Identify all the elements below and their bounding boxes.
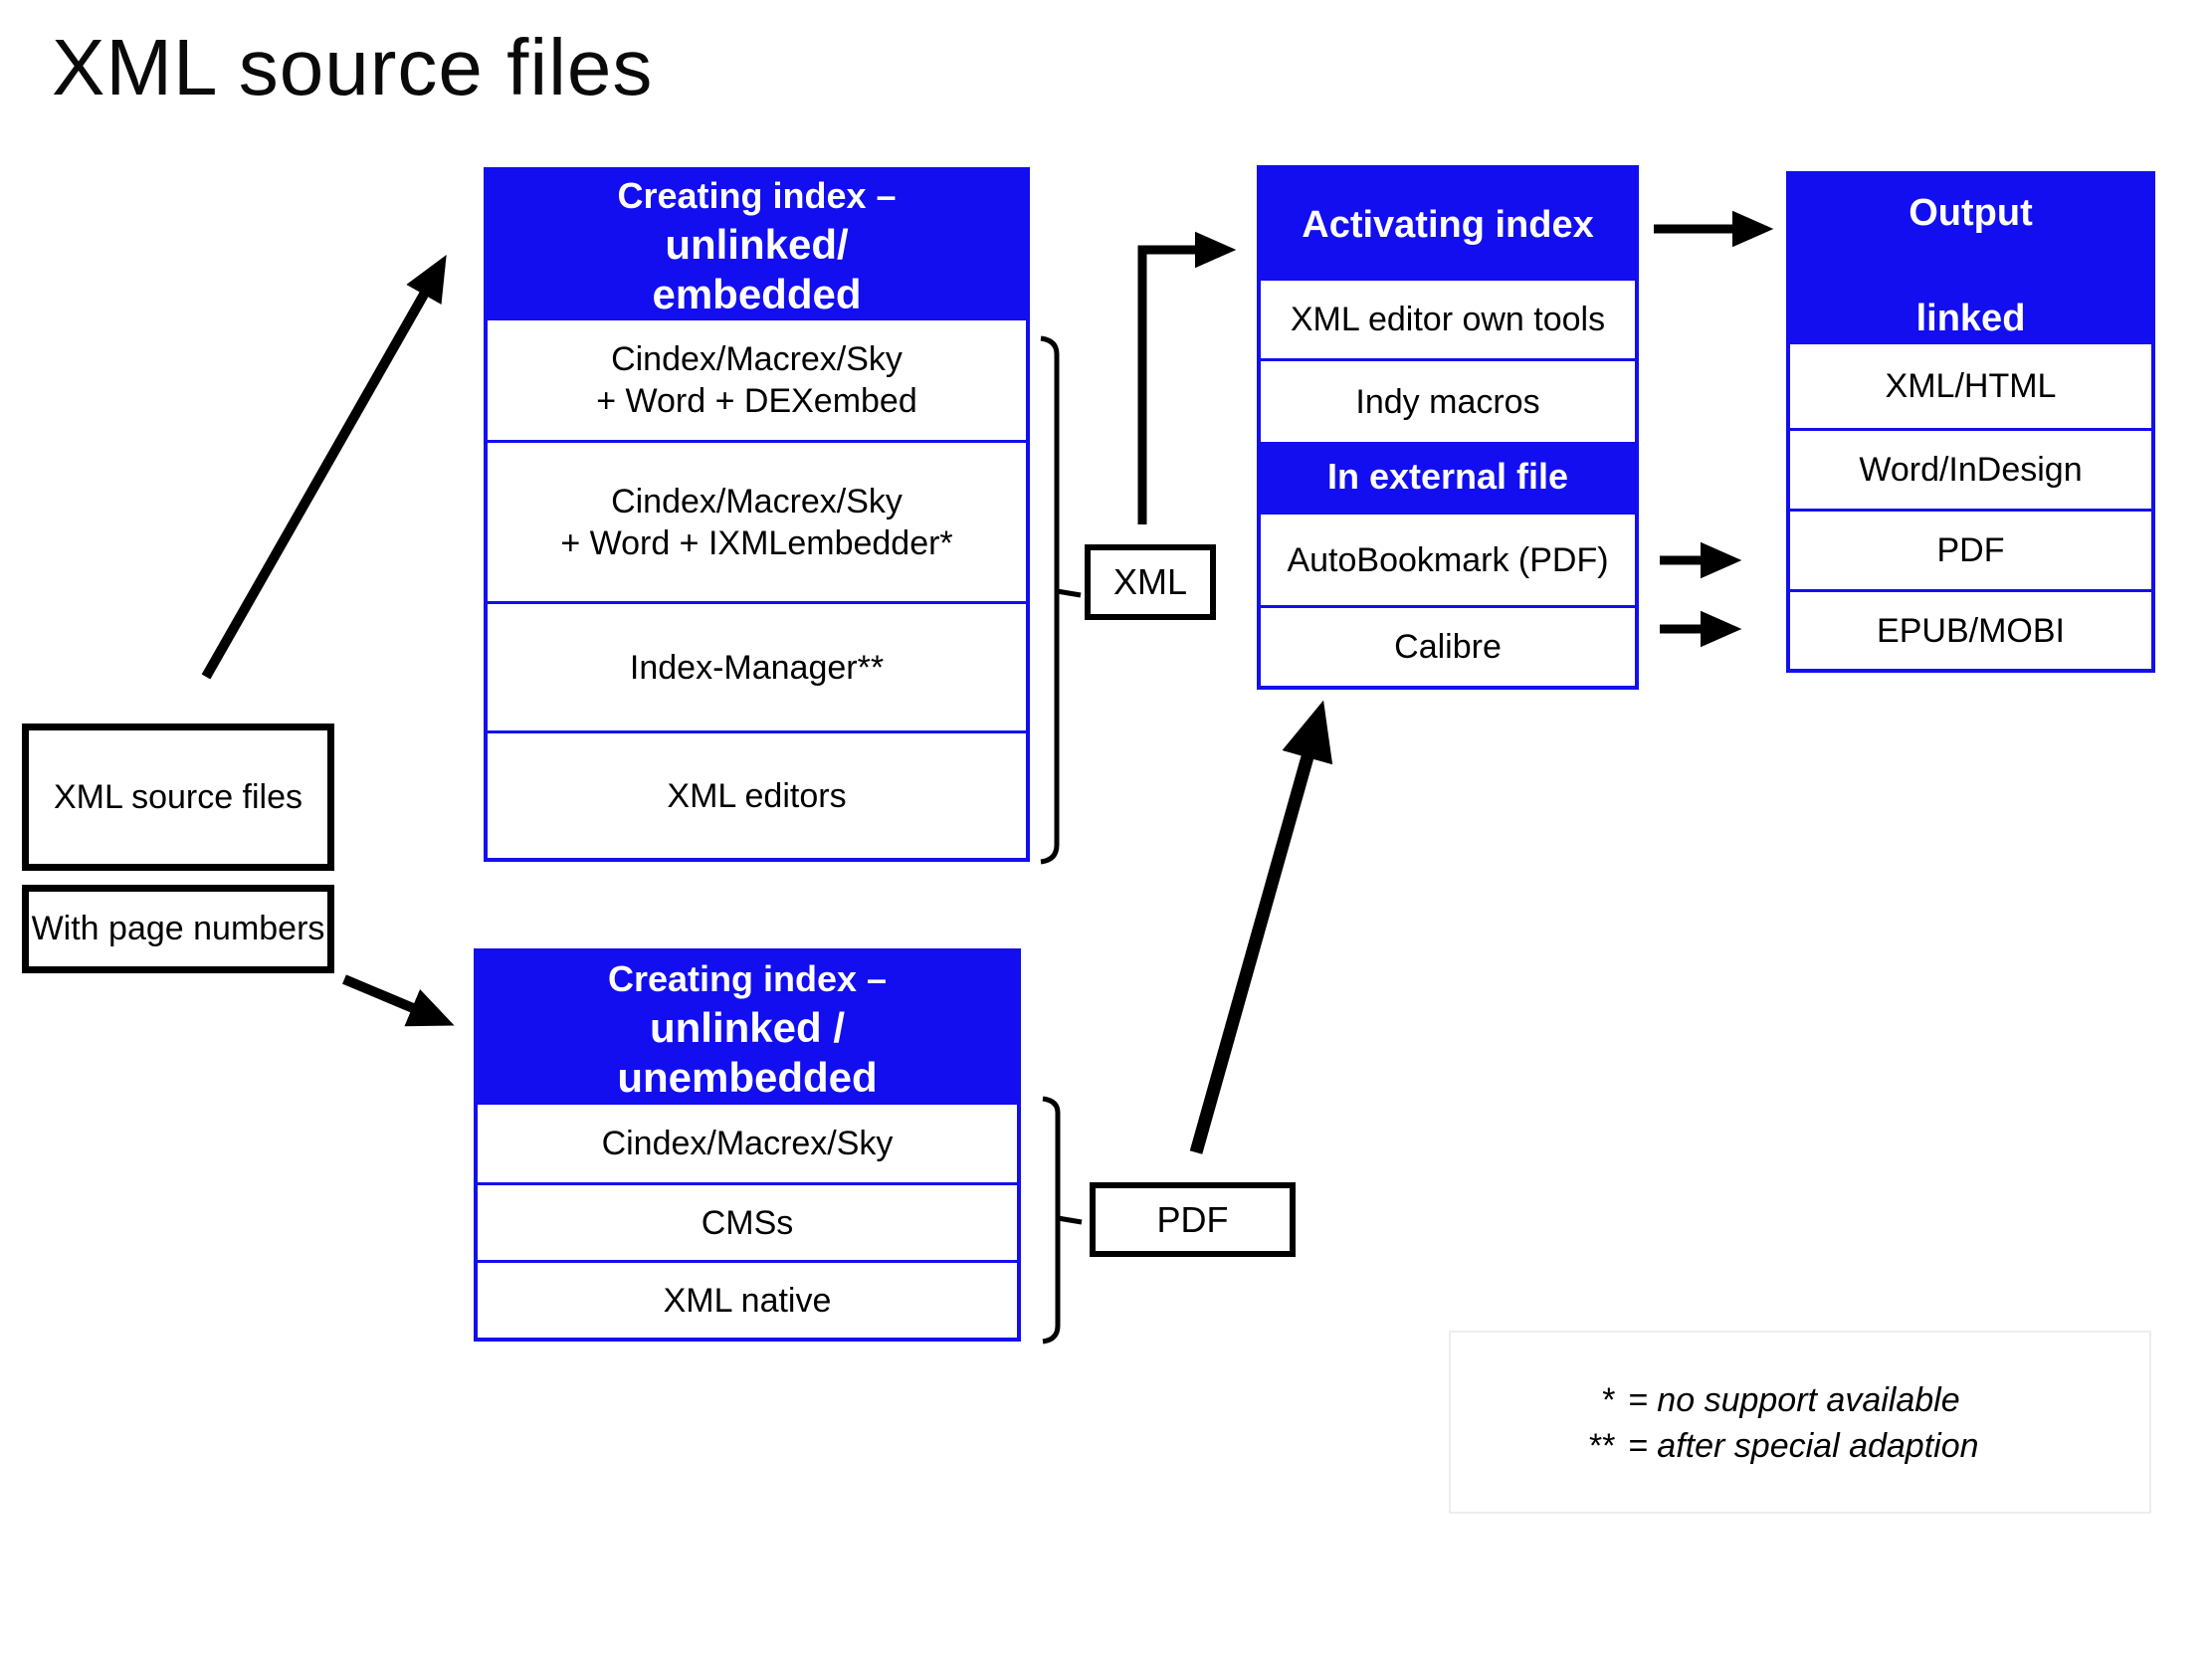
header-line: embedded [652,271,862,317]
row-line: Cindex/Macrex/Sky [611,482,903,520]
creating-unembedded-box: Creating index – unlinked / unembedded C… [474,948,1021,1342]
row-line: XML editor own tools [1290,301,1606,338]
xml-node-label: XML [1112,561,1188,602]
table-row: Cindex/Macrex/Sky + Word + IXMLembedder* [488,440,1026,601]
placeholder-outline [1449,1331,2151,1514]
row-line: Cindex/Macrex/Sky [611,340,903,378]
table-row: Cindex/Macrex/Sky + Word + DEXembed [488,320,1026,440]
row-line: Calibre [1394,628,1502,666]
row-line: EPUB/MOBI [1877,611,2065,650]
footnote-symbol: ** [1587,1427,1614,1465]
pdf-node-box: PDF [1090,1182,1296,1257]
row-line: XML/HTML [1885,367,2057,405]
arrow-xml-to-activating [1137,231,1237,524]
table-row: Indy macros [1261,358,1635,442]
footnote-line: * = no support available [1552,1377,1979,1423]
row-line: Cindex/Macrex/Sky [601,1125,894,1162]
header-line: unlinked/ [665,221,849,268]
brace-unembedded-group [1042,1096,1083,1345]
row-line: + Word + IXMLembedder* [560,523,953,562]
table-row: XML native [478,1260,1017,1338]
footnote-text: = after special adaption [1628,1427,1979,1465]
table-row: PDF [1790,509,2151,589]
header-line: Creating index – [607,957,888,999]
footnotes: * = no support available ** = after spec… [1552,1377,1979,1469]
activating-index-header: Activating index [1261,169,1635,281]
arrow-pagenumbers-to-unembedded [342,974,455,1027]
footnote-symbol: * [1600,1381,1614,1419]
brace-embedded-group [1040,335,1082,865]
row-line: XML native [663,1281,832,1320]
activating-index-box: Activating index XML editor own tools In… [1257,165,1639,690]
in-external-file-subheader: In external file [1261,442,1635,512]
table-row: AutoBookmark (PDF) [1261,512,1635,605]
header-line: linked [1915,298,2026,339]
row-line: PDF [1936,531,2005,569]
row-line: + Word + DEXembed [596,382,917,420]
creating-unembedded-header: Creating index – unlinked / unembedded [478,952,1017,1105]
row-line: Indy macros [1355,382,1540,421]
header-line: unlinked / [649,1003,845,1051]
with-page-numbers-label: With page numbers [31,910,325,947]
table-row: Calibre [1261,605,1635,686]
table-row: Cindex/Macrex/Sky [478,1105,1017,1182]
with-page-numbers-box: With page numbers [22,885,334,973]
creating-embedded-header: Creating index – unlinked/ embedded [488,171,1026,320]
xml-source-files-box: XML source files [22,724,334,871]
table-row: EPUB/MOBI [1790,589,2151,669]
xml-source-files-label: XML source files [53,777,303,816]
row-line: Index-Manager** [629,648,885,687]
pdf-node-label: PDF [1156,1198,1229,1240]
creating-embedded-box: Creating index – unlinked/ embedded Cind… [484,167,1030,862]
table-row: Index-Manager** [488,601,1026,730]
arrow-pdf-to-activating [1189,700,1333,1154]
header-line: Activating index [1302,204,1594,246]
page-title: XML source files [52,23,654,111]
row-line: AutoBookmark (PDF) [1287,540,1609,579]
output-header: Output linked [1790,175,2151,344]
table-row: CMSs [478,1182,1017,1260]
header-line: Output [1909,192,2033,234]
footnote-line: ** = after special adaption [1552,1423,1979,1469]
header-line: unembedded [617,1053,878,1101]
arrow-source-to-embedded [201,255,447,680]
row-line: CMSs [701,1203,794,1242]
table-row: XML/HTML [1790,344,2151,428]
table-row: XML editor own tools [1261,281,1635,358]
footnote-text: = no support available [1628,1381,1960,1419]
row-line: XML editors [667,776,847,815]
xml-node-box: XML [1085,544,1216,620]
table-row: Word/InDesign [1790,428,2151,509]
header-line: Creating index – [617,175,897,216]
row-line: Word/InDesign [1859,451,2083,489]
output-box: Output linked XML/HTML Word/InDesign PDF… [1786,171,2155,673]
subheader-line: In external file [1326,456,1569,497]
table-row: XML editors [488,730,1026,858]
